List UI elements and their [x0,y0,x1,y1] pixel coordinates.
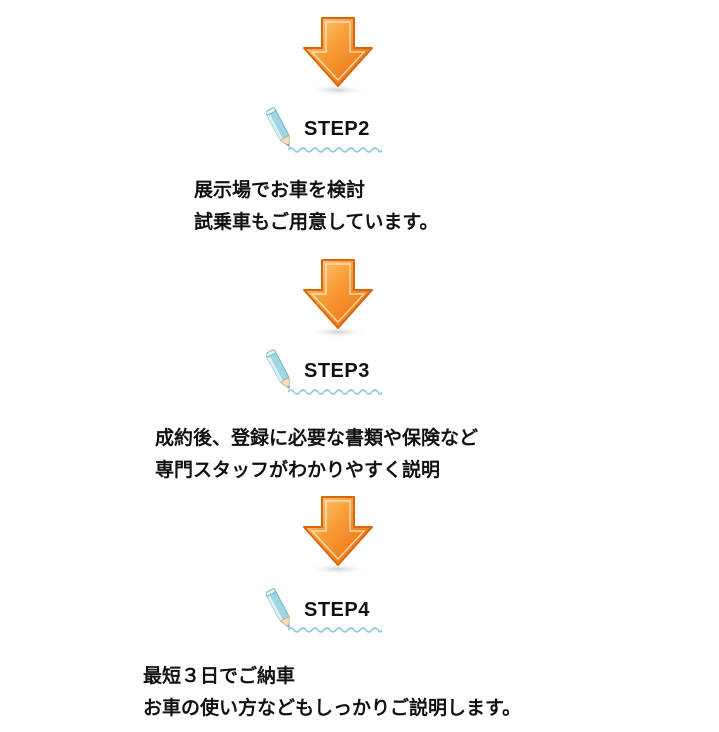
wavy-underline [288,146,382,154]
arrow-down-icon [300,495,376,577]
description-line: 展示場でお車を検討 [194,179,366,201]
wavy-underline [288,388,382,396]
step-description: 成約後、登録に必要な書類や保険など 専門スタッフがわかりやすく説明 [155,422,478,486]
description-line: 試乗車もご用意しています。 [194,211,439,233]
description-line: 成約後、登録に必要な書類や保険など [155,427,479,449]
step-label: STEP3 [304,360,370,382]
description-line: 最短３日でご納車 [143,665,296,687]
step-label: STEP2 [304,118,370,140]
arrow-down-icon [300,258,376,340]
description-line: 専門スタッフがわかりやすく説明 [155,459,441,481]
step-description: 展示場でお車を検討 試乗車もご用意しています。 [194,174,439,238]
step-label: STEP4 [304,599,370,621]
wavy-underline [288,626,382,634]
arrow-down-icon [300,16,376,98]
description-line: お車の使い方などもしっかりご説明します。 [143,697,522,719]
step-description: 最短３日でご納車 お車の使い方などもしっかりご説明します。 [143,660,521,724]
